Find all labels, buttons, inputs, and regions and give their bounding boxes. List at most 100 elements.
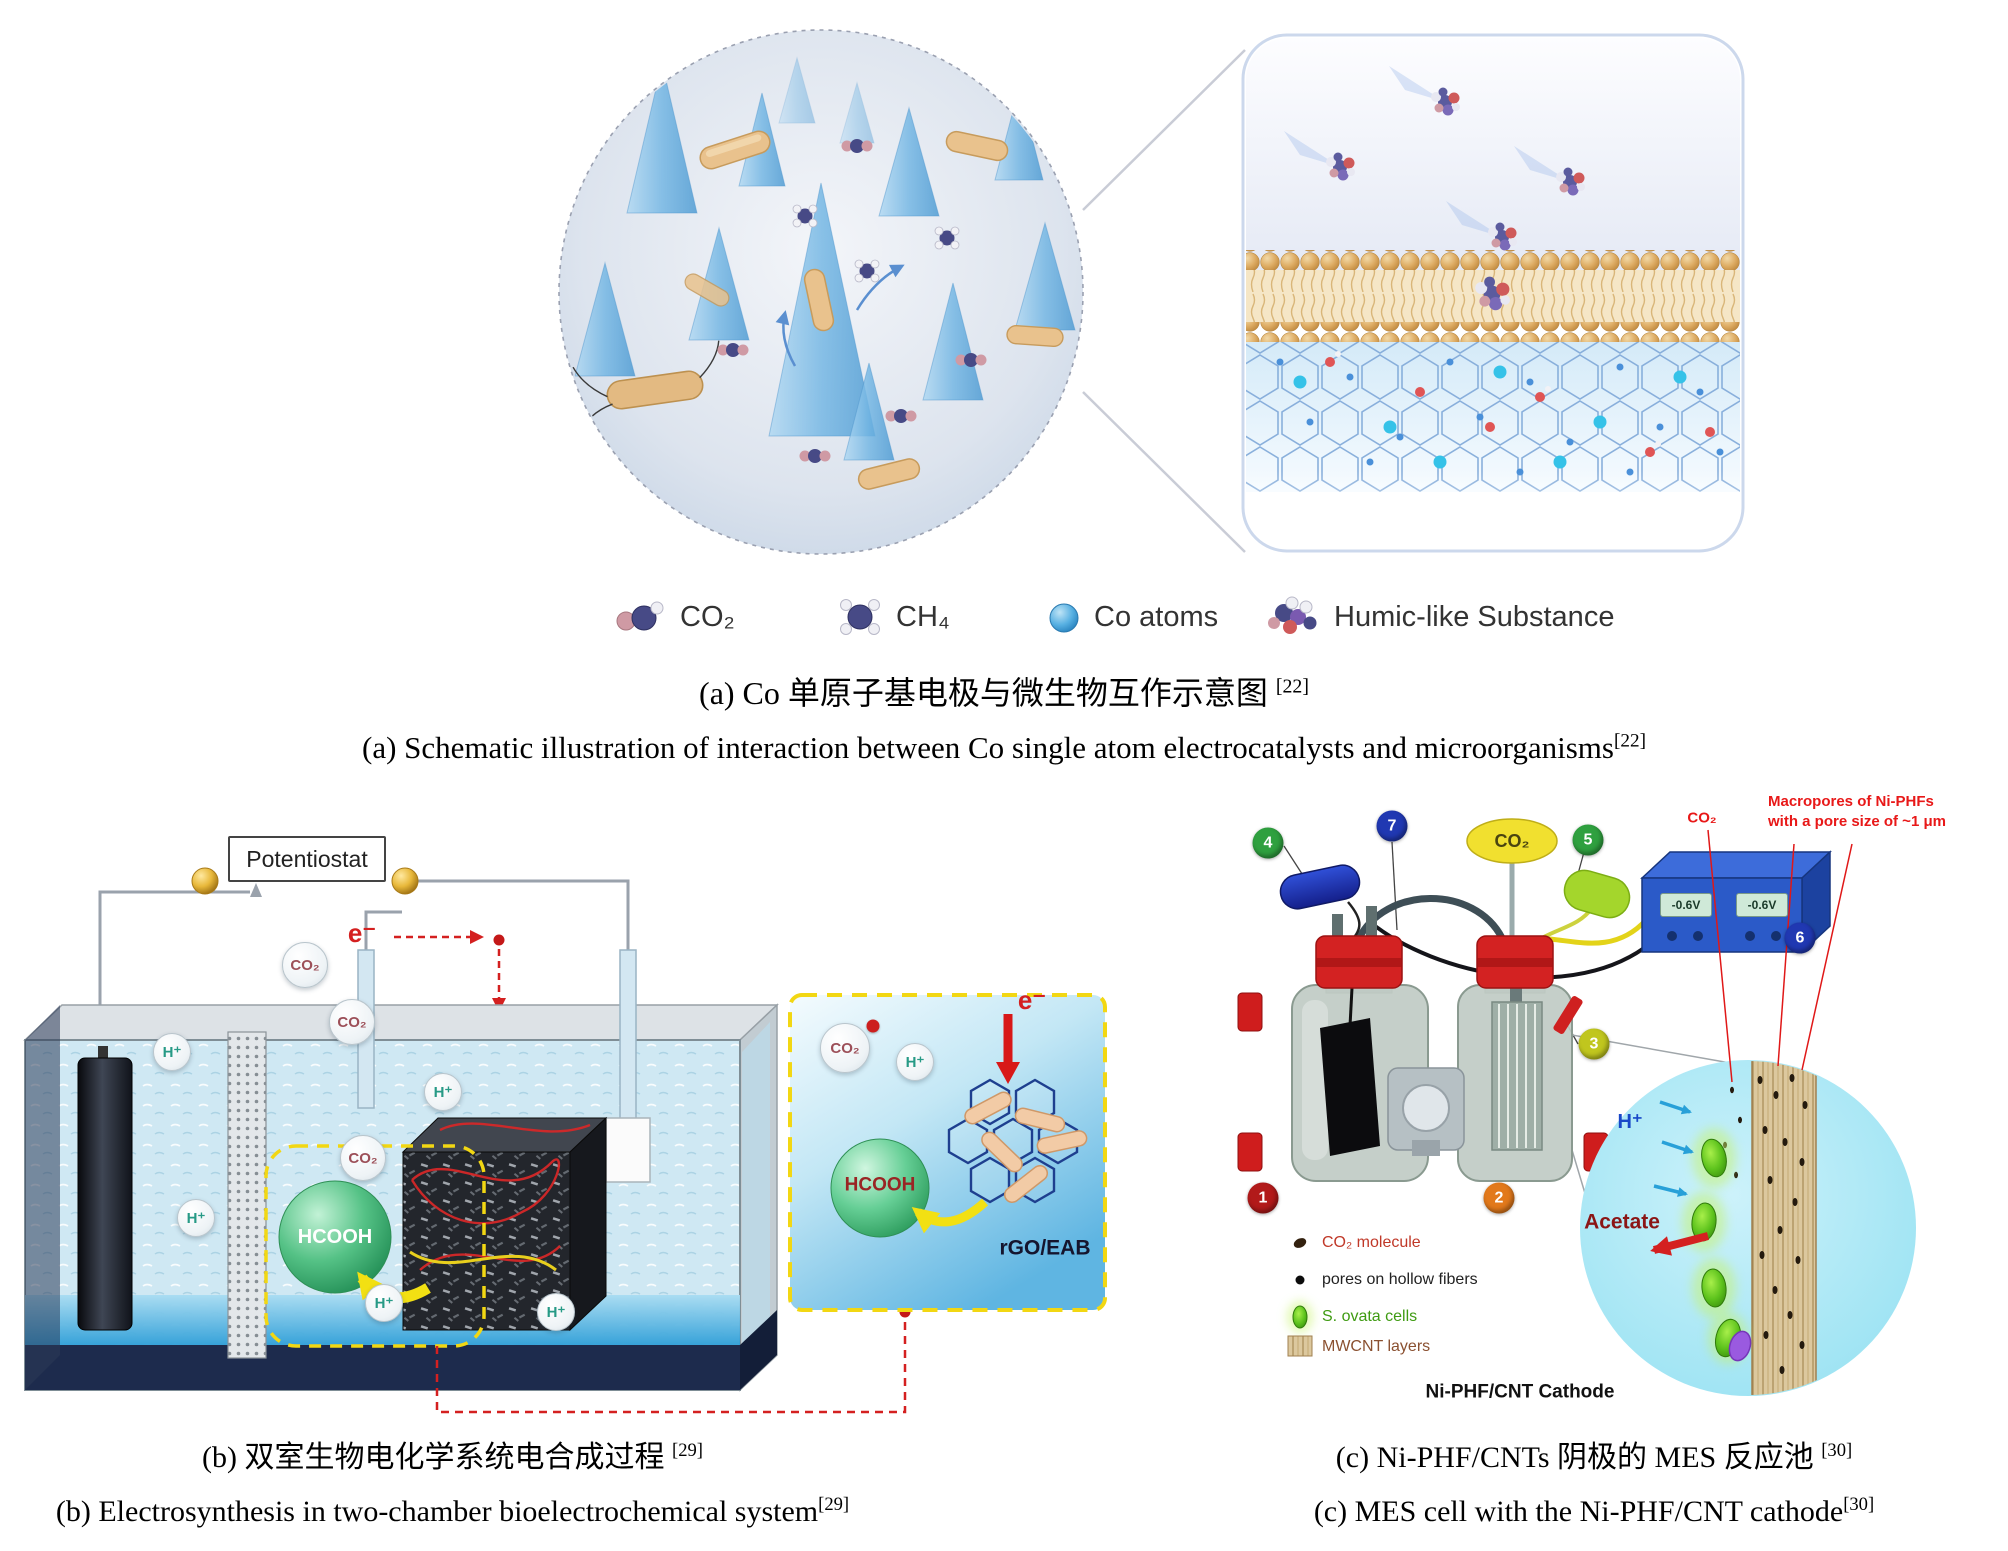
marker-7-label: 7 — [1387, 817, 1397, 834]
panel-c-illustration — [1237, 818, 1916, 1396]
marker-3-label: 3 — [1589, 1035, 1599, 1052]
terminal-sphere-right — [391, 867, 419, 895]
marker-1-label: 1 — [1258, 1189, 1268, 1206]
pump — [1387, 1067, 1465, 1156]
ni-phf-fiber-band — [1751, 1061, 1817, 1395]
legend-label-ch4: CH₄ — [896, 600, 950, 633]
graphene-lattice — [1246, 342, 1740, 492]
hcooh-sphere — [278, 1180, 392, 1294]
legend-icons — [1287, 1238, 1313, 1357]
caption-c-zh-ref: [30] — [1821, 1440, 1853, 1461]
caption-c-en: (c) MES cell with the Ni-PHF/CNT cathode… — [1180, 1494, 2008, 1529]
co2-annotation: CO₂ — [1687, 809, 1717, 827]
electrode-cones — [574, 56, 1076, 461]
inset-hcooh-label: HCOOH — [844, 1174, 916, 1196]
annotation-leader-lines — [1707, 829, 1853, 1083]
pore-icon — [1295, 1275, 1305, 1285]
cathode-label: Ni-PHF/CNT Cathode — [1425, 1381, 1615, 1403]
panel-a-zoom-box — [1241, 33, 1745, 553]
marker-1: 1 — [1247, 1182, 1279, 1214]
marker-5-label: 5 — [1583, 831, 1593, 848]
caption-b-en: (b) Electrosynthesis in two-chamber bioe… — [0, 1494, 905, 1529]
h-plus-bubble-label: H⁺ — [433, 1084, 453, 1101]
eab-bacteria — [964, 1091, 1088, 1204]
h-plus-bubble-label: H⁺ — [186, 1210, 206, 1227]
h-plus-arrows — [1653, 1100, 1694, 1197]
caption-a-zh-text: (a) Co 单原子基电极与微生物互作示意图 — [699, 675, 1276, 711]
lipid-bilayer — [1246, 250, 1740, 342]
electron-flow — [394, 935, 501, 998]
co2-bubble: CO₂ — [340, 1135, 386, 1181]
caption-a-zh-ref: [22] — [1275, 675, 1309, 698]
two-chamber-tank — [23, 1003, 779, 1392]
macropores-annotation-line1: Macropores of Ni-PHFs — [1768, 793, 1934, 810]
humic-substance-icon — [1268, 596, 1317, 634]
co2-molecule-icon — [616, 601, 664, 631]
co2-molecule-icon — [1293, 1238, 1307, 1248]
co2-bubble: CO₂ — [329, 999, 375, 1045]
caption-b-zh-ref: [29] — [672, 1440, 703, 1461]
co2-bubble-label: CO₂ — [290, 956, 320, 974]
caption-a-en-text: (a) Schematic illustration of interactio… — [362, 730, 1614, 765]
caption-c-en-ref: [30] — [1843, 1494, 1875, 1515]
h-plus-bubble: H⁺ — [177, 1199, 215, 1237]
hcooh-label: HCOOH — [297, 1226, 373, 1248]
cathode-plate — [77, 1046, 133, 1331]
caption-b-en-text: (b) Electrosynthesis in two-chamber bioe… — [55, 1495, 819, 1528]
h-plus-bubble-label: H⁺ — [546, 1304, 566, 1321]
red-probe — [1553, 995, 1583, 1035]
marker-7: 7 — [1376, 810, 1408, 842]
legend-c-pores: pores on hollow fibers — [1322, 1271, 1478, 1288]
marker-6: 6 — [1784, 922, 1816, 954]
co2-bubble-label: CO₂ — [337, 1013, 367, 1031]
marker-3: 3 — [1578, 1028, 1610, 1060]
rgo-eab-inset — [788, 993, 1107, 1312]
panel-a-magnifier-lines — [1082, 49, 1246, 553]
marker-2-label: 2 — [1494, 1189, 1504, 1206]
terminal-sphere-left — [191, 867, 219, 895]
caption-c-zh-text: (c) Ni-PHF/CNTs 阴极的 MES 反应池 — [1335, 1441, 1822, 1474]
macropores-annotation: Macropores of Ni-PHFs with a pore size o… — [1768, 792, 1988, 831]
legend-item-humic: Humic-like Substance — [1262, 593, 1614, 641]
inset-h-plus-bubble: H⁺ — [896, 1043, 934, 1081]
potentiostat-label: Potentiostat — [246, 845, 368, 872]
voltage-display-right: -0.6V — [1736, 893, 1788, 917]
legend-c-co2-molecule: CO₂ molecule — [1322, 1234, 1421, 1251]
marker-4: 4 — [1252, 827, 1284, 859]
panel-b-illustration — [23, 867, 1107, 1414]
inset-electron-dot — [866, 1019, 880, 1033]
co2-feed-oval — [1466, 818, 1558, 864]
acetate-arrow — [1650, 1232, 1710, 1256]
voltage-display-left: -0.6V — [1660, 893, 1712, 917]
zoom-h-plus-label: H⁺ — [1617, 1111, 1643, 1133]
caption-c-en-text: (c) MES cell with the Ni-PHF/CNT cathode — [1313, 1495, 1844, 1528]
caption-b-zh-text: (b) 双室生物电化学系统电合成过程 — [202, 1441, 672, 1474]
inset-electron-label: e⁻ — [1017, 985, 1047, 1015]
co2-bubble-label: CO₂ — [348, 1149, 378, 1167]
rgo-cube-electrode — [401, 1116, 608, 1332]
marker-5: 5 — [1572, 824, 1604, 856]
inset-h-plus-label: H⁺ — [905, 1054, 925, 1071]
h-plus-bubble: H⁺ — [153, 1033, 191, 1071]
caption-a-zh: (a) Co 单原子基电极与微生物互作示意图 [22] — [0, 668, 2008, 714]
legend-label-co-atoms: Co atoms — [1094, 600, 1219, 633]
humic-clusters — [1284, 66, 1585, 251]
cathode-bottle — [1457, 935, 1573, 1182]
rgo-eab-label: rGO/EAB — [999, 1236, 1091, 1260]
legend-item-co2: CO₂ — [612, 593, 735, 641]
caption-a-en-ref: [22] — [1613, 730, 1646, 752]
legend-item-ch4: CH₄ — [836, 593, 950, 641]
marker-6-label: 6 — [1795, 929, 1805, 946]
counter-electrode-plate — [605, 1117, 651, 1183]
caption-c-zh: (c) Ni-PHF/CNTs 阴极的 MES 反应池 [30] — [1180, 1432, 2008, 1476]
inset-co2-bubble: CO₂ — [820, 1023, 870, 1073]
co-atom-icon — [1049, 603, 1079, 633]
panel-a-biofilm-circle — [558, 29, 1084, 555]
s-ovata-cell-icon — [1292, 1305, 1308, 1329]
co2-feed-label: CO₂ — [1494, 831, 1530, 851]
purple-cell — [1728, 1330, 1752, 1362]
ch4-molecule-icon — [840, 599, 880, 635]
reaction-zone-outline — [264, 1144, 486, 1348]
h-plus-bubble: H⁺ — [365, 1284, 403, 1322]
h-plus-bubble: H⁺ — [424, 1073, 462, 1111]
